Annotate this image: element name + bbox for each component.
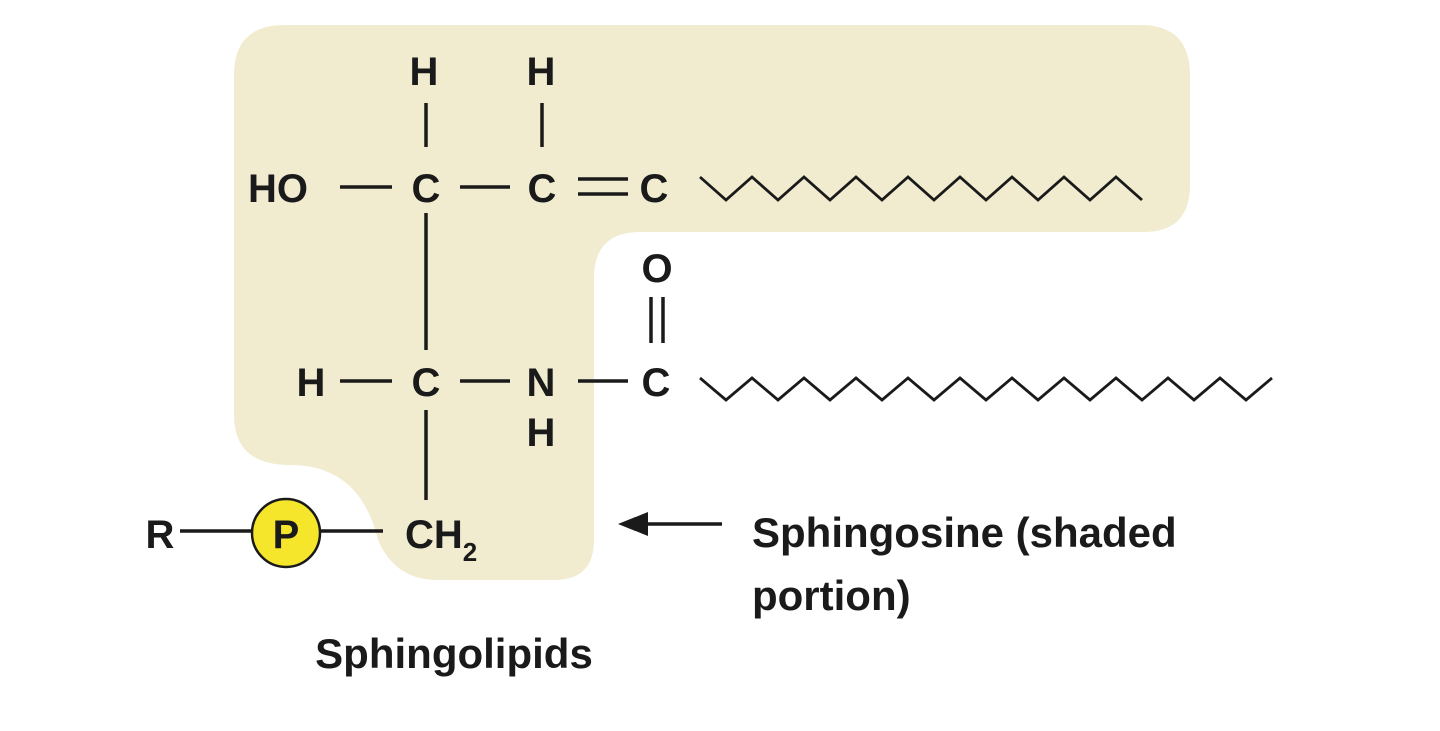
atom-o: O xyxy=(641,247,672,291)
label-sphingosine-line2: portion) xyxy=(752,572,911,619)
atom-ho: HO xyxy=(248,167,308,211)
phosphate-circle xyxy=(250,497,322,569)
ch2-base: CH xyxy=(405,513,463,557)
atom-h-top-1: H xyxy=(410,50,439,94)
sphingosine-hydrocarbon-chain xyxy=(699,175,1143,202)
label-sphingosine-line1: Sphingosine (shaded xyxy=(752,509,1177,556)
atom-h-left: H xyxy=(297,361,326,405)
label-sphingolipids: Sphingolipids xyxy=(315,630,593,677)
atom-c3: C xyxy=(640,167,669,211)
atom-c1: C xyxy=(412,167,441,211)
atom-h-under-n: H xyxy=(527,411,556,455)
fatty-acid-hydrocarbon-chain xyxy=(699,376,1273,402)
atom-n: N xyxy=(527,361,556,405)
ch2-subscript: 2 xyxy=(463,537,477,567)
sphingosine-shaded-region xyxy=(234,25,1190,580)
atom-r: R xyxy=(146,513,175,557)
atom-c4: C xyxy=(412,361,441,405)
atom-c5: C xyxy=(642,361,671,405)
atom-c2: C xyxy=(528,167,557,211)
arrow-head xyxy=(618,512,648,536)
atom-phosphate: P xyxy=(273,513,300,557)
atom-ch2: CH2 xyxy=(405,513,477,567)
atom-h-top-2: H xyxy=(527,50,556,94)
